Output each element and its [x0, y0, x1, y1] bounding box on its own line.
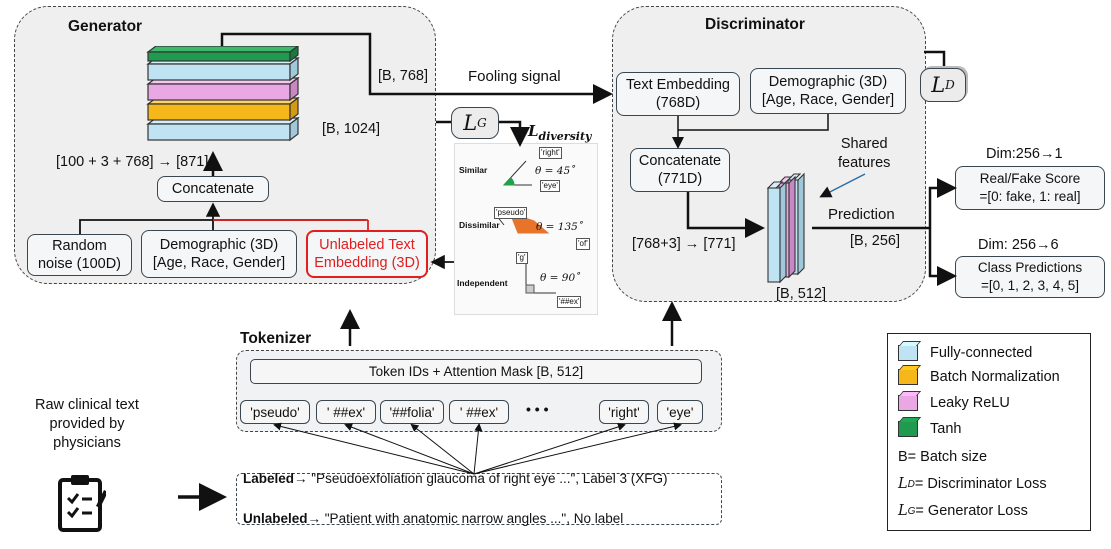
dim-concat-label: [100 + 3 + 768] → [871] [56, 154, 209, 170]
token-ellipsis: • • • [526, 401, 549, 417]
legend-disc-loss-subscript: D [907, 478, 915, 490]
class-predictions-box: Class Predictions =[0, 1, 2, 3, 4, 5] [955, 256, 1105, 298]
tag-g: 'g' [516, 252, 528, 264]
discriminator-title: Discriminator [705, 16, 805, 33]
unlabeled-text: "Patient with anatomic narrow angles ...… [321, 511, 624, 526]
real-fake-score-box: Real/Fake Score =[0: fake, 1: real] [955, 166, 1105, 210]
dim-6-label: Dim: 256→6 [978, 237, 1059, 253]
token-eye: 'eye' [657, 400, 703, 424]
generator-layer-stack [146, 46, 300, 142]
batch-norm-swatch [898, 369, 918, 385]
dim-768-label: [B, 768] [378, 68, 428, 84]
clipboard-icon [58, 475, 106, 532]
discriminator-loss-symbol: L [931, 73, 946, 97]
token-right: 'right' [599, 400, 649, 424]
tag-right: 'right' [539, 147, 562, 159]
token-ex-2: ' ##ex' [449, 400, 509, 424]
legend-tanh-label: Tanh [930, 421, 962, 437]
examples-text: Labeled→ "Pseudoexfoliation glaucoma of … [243, 449, 668, 549]
dim-256-label: [B, 256] [850, 233, 900, 249]
legend-batch-norm-label: Batch Normalization [930, 369, 1060, 385]
raw-clinical-text-label: Raw clinical text provided by physicians [35, 397, 139, 451]
token-ex-1: ' ##ex' [316, 400, 376, 424]
tag-ex: '##ex' [557, 296, 582, 308]
tag-of: 'of' [576, 238, 590, 250]
generator-title: Generator [68, 18, 143, 35]
tokenizer-title: Tokenizer [240, 330, 312, 347]
legend-leaky-relu-label: Leaky ReLU [930, 395, 1010, 411]
discriminator-layer-stack [766, 172, 805, 284]
examples-box: Labeled→ "Pseudoexfoliation glaucoma of … [236, 471, 722, 526]
fooling-signal-label: Fooling signal [468, 68, 561, 85]
leaky-relu-swatch [898, 395, 918, 411]
concatenate-box-generator: Concatenate [157, 176, 269, 202]
unlabeled-key: Unlabeled→ [243, 511, 322, 526]
unlabeled-text-embedding-box: Unlabeled Text Embedding (3D) [306, 230, 428, 278]
labeled-key: Labeled→ [243, 471, 308, 486]
token-pseudo: 'pseudo' [240, 400, 310, 424]
independent-label: Independent [457, 278, 508, 288]
demographic-box-generator: Demographic (3D) [Age, Race, Gender] [141, 230, 297, 278]
legend-tanh: Tanh [898, 418, 961, 440]
concatenate-box-discriminator: Concatenate (771D) [630, 148, 730, 192]
legend-gen-loss-label: = Generator Loss [915, 503, 1028, 519]
discriminator-loss-subscript: D [945, 78, 955, 92]
diversity-symbol: L [528, 122, 539, 140]
prediction-label: Prediction [828, 206, 895, 223]
legend-fully-connected: Fully-connected [898, 342, 1032, 364]
demographic-box-discriminator: Demographic (3D) [Age, Race, Gender] [750, 68, 906, 114]
generator-loss-subscript: G [477, 116, 487, 130]
shared-features-label: Shared features [838, 136, 891, 171]
legend-leaky-relu: Leaky ReLU [898, 392, 1010, 414]
legend-batch-size: B= Batch size [898, 449, 988, 465]
legend-disc-loss-symbol: L [898, 476, 908, 492]
generator-loss-symbol: L [463, 111, 478, 135]
dim-1-label: Dim:256→1 [986, 146, 1063, 162]
independent-theta: θ = 90˚ [540, 272, 581, 284]
legend-gen-loss-symbol: L [898, 503, 908, 519]
labeled-text: "Pseudoexfoliation glaucoma of right eye… [307, 471, 668, 486]
diversity-subscript: diversity [538, 130, 592, 143]
token-folia: '##folia' [380, 400, 444, 424]
random-noise-box: Random noise (100D) [27, 234, 132, 276]
diversity-title: Ldiversity [528, 122, 591, 143]
token-ids-mask-box: Token IDs + Attention Mask [B, 512] [250, 359, 702, 384]
legend-box [887, 333, 1091, 531]
dim-1024-label: [B, 1024] [322, 121, 381, 137]
legend-batch-norm: Batch Normalization [898, 366, 1060, 388]
fully-connected-swatch [898, 345, 918, 361]
tag-eye: 'eye' [540, 180, 560, 192]
dim-771-label: [768+3] → [771] [632, 236, 736, 252]
legend-disc-loss-label: = Discriminator Loss [914, 476, 1047, 492]
tag-pseudo: 'pseudo' [494, 207, 528, 219]
similar-theta: θ = 45˚ [535, 165, 576, 177]
dissimilar-label: Dissimilar [459, 220, 500, 230]
labeled-example: Labeled→ "Pseudoexfoliation glaucoma of … [243, 469, 668, 489]
unlabeled-example: Unlabeled→ "Patient with anatomic narrow… [243, 509, 668, 529]
dissimilar-theta: θ = 135˚ [536, 221, 584, 233]
legend-gen-loss-subscript: G [907, 505, 916, 517]
dim-512-label: [B, 512] [776, 286, 826, 302]
text-embedding-box: Text Embedding (768D) [616, 72, 740, 116]
tanh-swatch [898, 421, 918, 437]
similar-label: Similar [459, 165, 488, 175]
legend-fully-connected-label: Fully-connected [930, 345, 1033, 361]
